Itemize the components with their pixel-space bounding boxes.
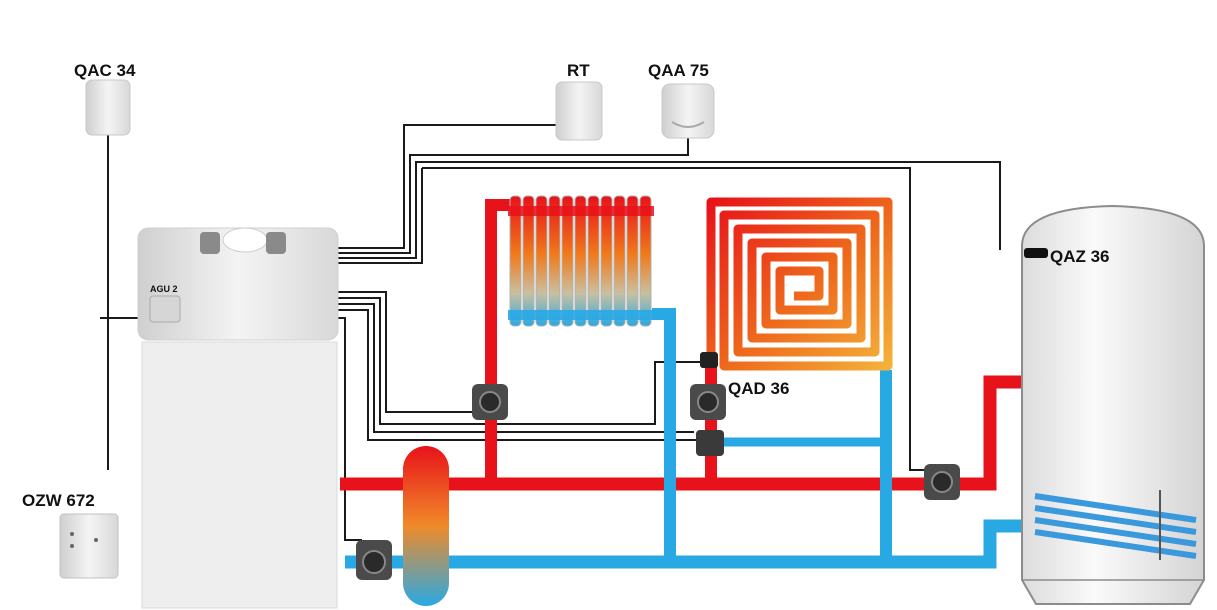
- rt-room-thermostat: RT: [556, 61, 602, 140]
- wire-boiler-pump: [335, 318, 362, 540]
- boiler-controller-module: AGU 2: [150, 284, 180, 322]
- dhw-storage-tank: QAZ 36: [1022, 206, 1204, 604]
- floor-circuit-pump: [690, 384, 726, 420]
- boiler-module-label: AGU 2: [150, 284, 178, 294]
- qad36-label: QAD 36: [728, 379, 789, 398]
- qad36-sensor: [700, 352, 718, 368]
- ozw672-label: OZW 672: [22, 491, 95, 510]
- dhw-charging-pump: [924, 464, 960, 500]
- wire-mixer: [335, 310, 700, 440]
- radiator-circuit-pump: [472, 384, 508, 420]
- qac34-outdoor-sensor: QAC 34: [74, 61, 136, 135]
- radiator: [508, 196, 654, 326]
- boiler-pump: [356, 540, 392, 580]
- rt-label: RT: [567, 61, 590, 80]
- mixing-valve: [696, 430, 724, 456]
- qaa75-room-unit: QAA 75: [648, 61, 714, 138]
- hydraulic-separator: [403, 446, 449, 606]
- wire-qaz36: [335, 162, 1000, 258]
- qac34-label: QAC 34: [74, 61, 136, 80]
- underfloor-heating-coil: [711, 202, 888, 366]
- qaz36-label: QAZ 36: [1050, 247, 1110, 266]
- radiator-return-pipe: [652, 314, 670, 562]
- ozw672-web-server: OZW 672: [22, 491, 118, 578]
- qaa75-label: QAA 75: [648, 61, 709, 80]
- boiler: AGU 2: [138, 228, 338, 608]
